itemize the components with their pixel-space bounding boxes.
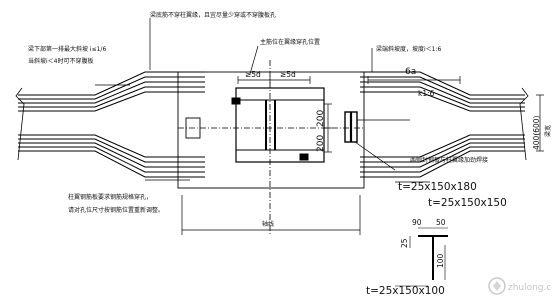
dim-200-lower: 200: [316, 134, 326, 152]
plate-spec-180: t=25x150x180: [398, 181, 477, 193]
dim-90: 90: [412, 218, 422, 227]
plate-spec-100: t=25x150x100: [366, 285, 445, 297]
dim-5d-right: ≥5d: [280, 70, 296, 79]
note-right-weld: 两侧封钢板与柱翼缘加劲焊接: [410, 157, 489, 164]
note-top-center: 梁底筋不穿柱翼缘，且宜尽量少穿或不穿腹板孔: [150, 12, 277, 19]
watermark-logo: zhulong.com: [488, 277, 552, 295]
left-rebar-bundle: [18, 71, 205, 178]
dim-25: 25: [400, 238, 409, 248]
note-top-left-1: 梁下部第一排最大斜坡 i≤1/6: [28, 46, 107, 53]
note-bottom-left-1: 柱翼钢筋板要求钢筋规格穿孔，: [68, 194, 153, 201]
column-outline: [235, 87, 325, 163]
right-rebar-bundle: [360, 71, 525, 178]
plate-spec-150: t=25x150x150: [428, 197, 507, 209]
dim-6a: 6a: [405, 67, 417, 77]
note-top-left-2: 当斜坡i＜4时可不穿腹板: [28, 58, 94, 65]
dim-400-600: 400(600): [532, 115, 541, 150]
dim-100: 100: [436, 253, 445, 268]
beam-outline: [177, 71, 365, 189]
dim-50: 50: [436, 218, 446, 227]
beam-width-label: 梁宽: [545, 124, 552, 137]
note-mid-center: 主筋位在翼缘穿孔位置: [260, 39, 321, 46]
watermark-text: zhulong.com: [508, 283, 552, 293]
axis-label: 轴线: [262, 221, 275, 228]
dim-5d-left: ≥5d: [245, 70, 261, 79]
note-bottom-left-2: 请对孔位尺寸按钢筋位置重新调整。: [68, 207, 165, 214]
slope-label: k1:6: [418, 89, 435, 98]
dim-200-upper: 200: [316, 109, 326, 127]
t-plate-detail: [395, 227, 448, 287]
note-top-right: 梁端斜坡度，坡度i＜1:6: [376, 46, 442, 53]
